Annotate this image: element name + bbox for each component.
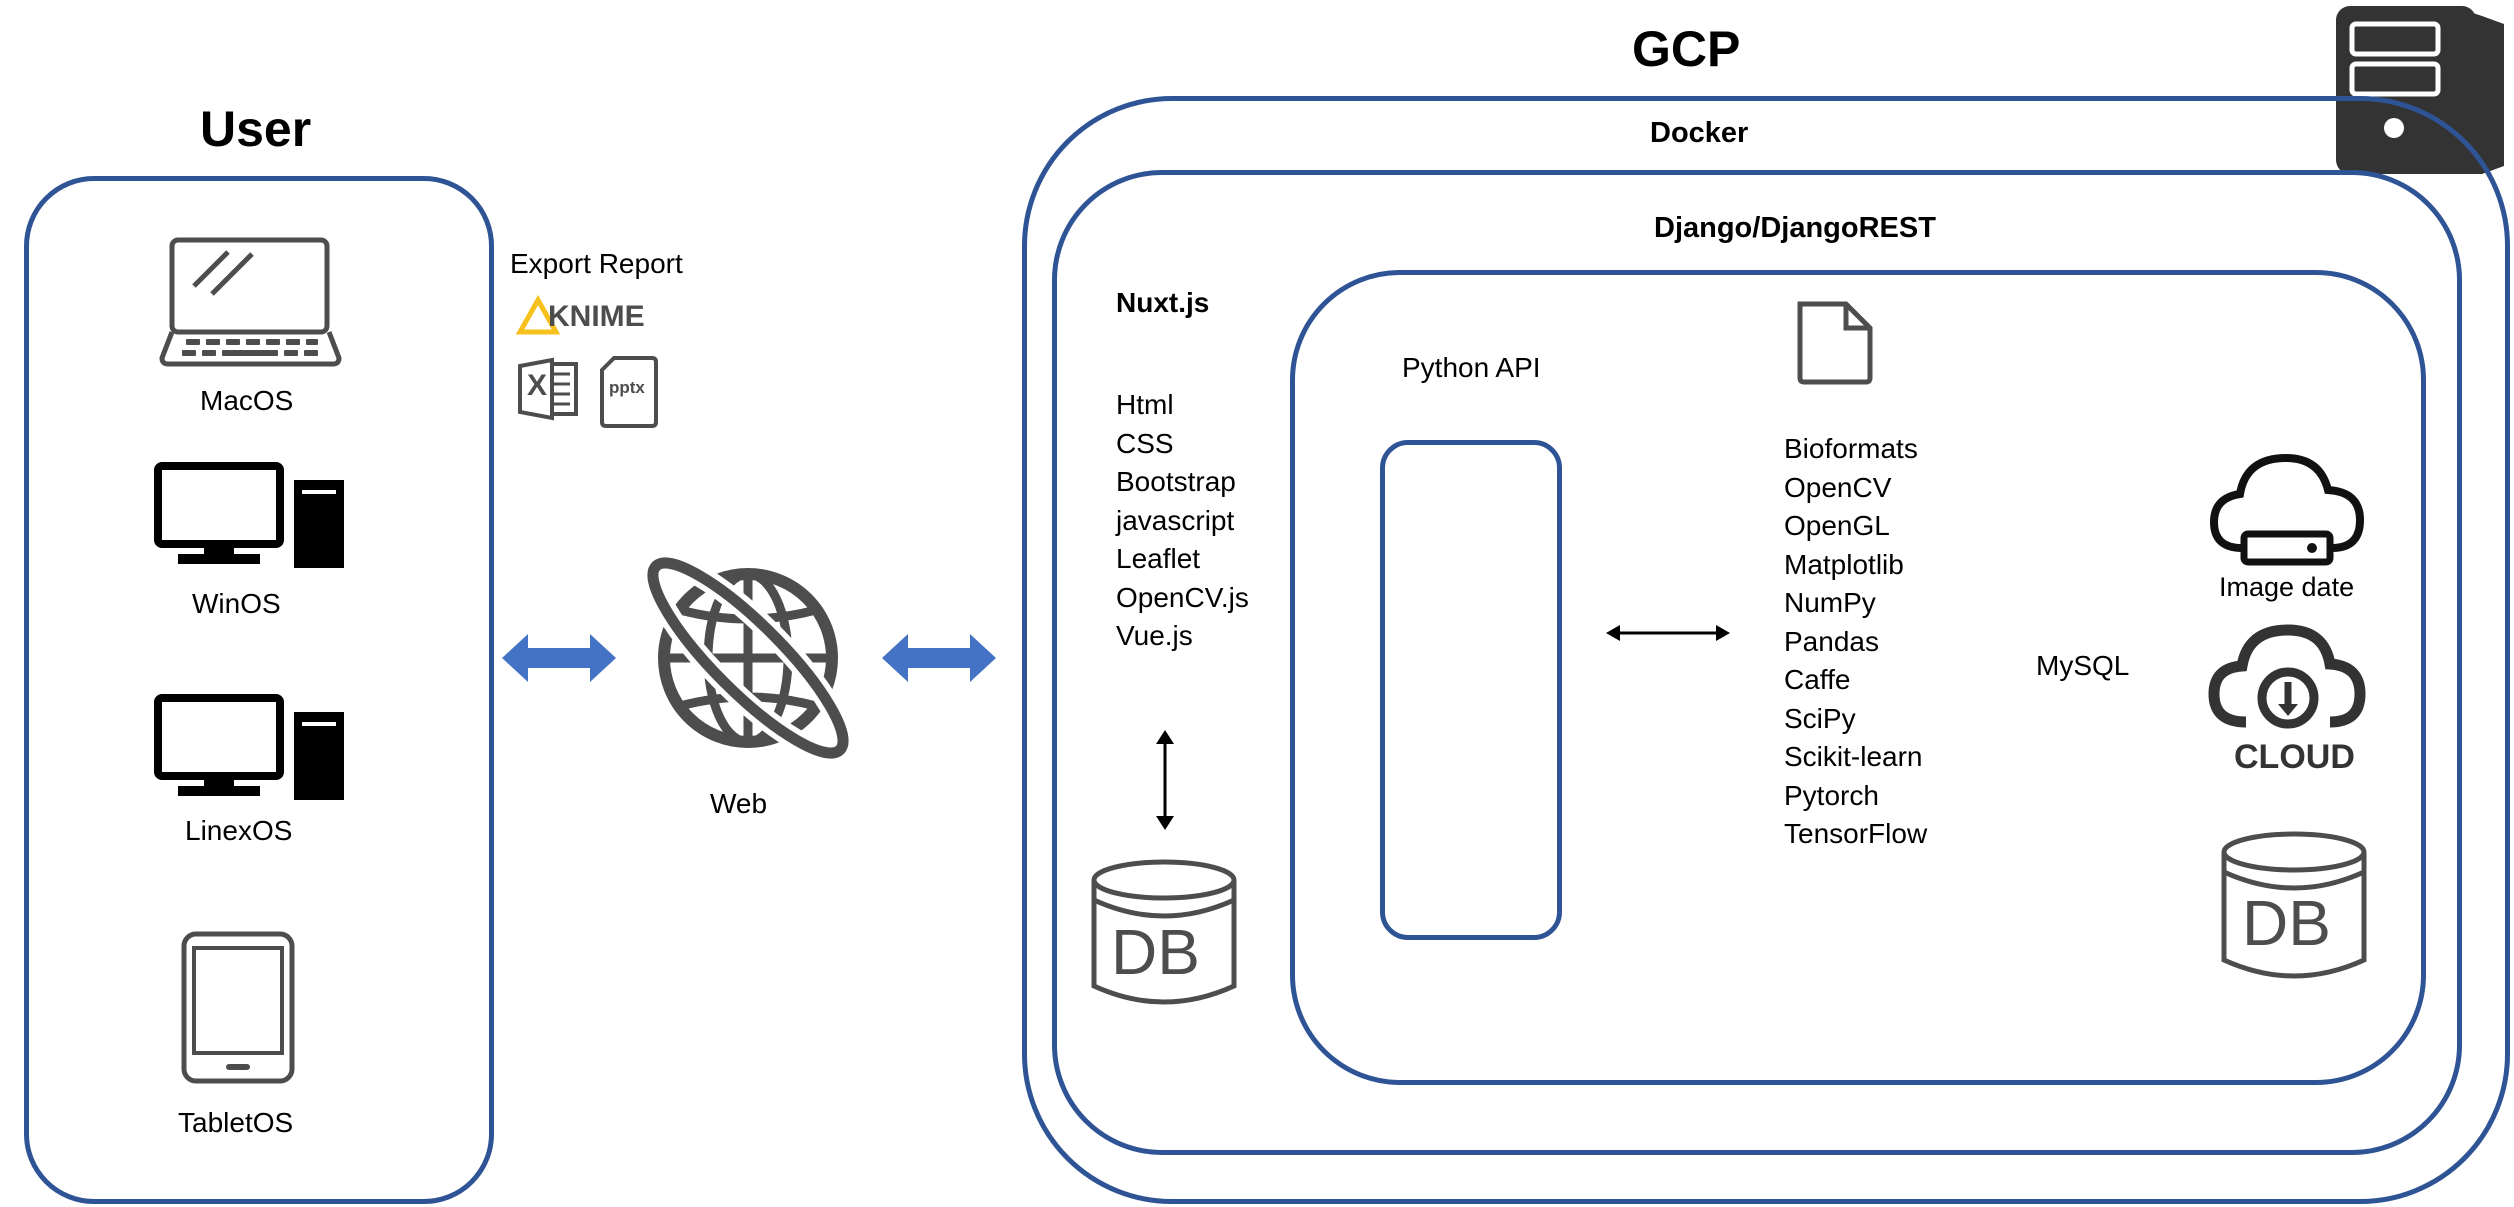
tablet-icon (181, 931, 295, 1084)
globe-icon (641, 551, 855, 765)
database-icon (2221, 831, 2367, 979)
nuxt-item: Leaflet (1116, 543, 1201, 574)
library-item: NumPy (1784, 587, 1876, 618)
django-title: Django/DjangoREST (1654, 212, 1936, 244)
library-item: Bioformats (1784, 433, 1918, 464)
bidirectional-arrow-icon (882, 634, 996, 682)
cloud-storage-icon (2209, 453, 2365, 566)
library-item: OpenGL (1784, 510, 1890, 541)
device-label-winos: WinOS (192, 588, 281, 619)
mysql-label: MySQL (2036, 650, 2130, 681)
database-label: DB (1111, 916, 1200, 988)
python-api-block (1380, 440, 1562, 940)
library-item: Scikit-learn (1784, 741, 1923, 772)
web-label: Web (710, 788, 768, 819)
horizontal-double-arrow-icon (1606, 625, 1730, 641)
gcp-title: GCP (1632, 21, 1741, 77)
python-api-label: Python API (1402, 352, 1541, 383)
library-item: Matplotlib (1784, 548, 1904, 580)
knime-logo: KNIME (515, 294, 658, 338)
library-item: TensorFlow (1784, 818, 1928, 849)
device-label-macos: MacOS (200, 385, 294, 416)
library-item: Pandas (1784, 625, 1879, 657)
nuxt-item: CSS (1116, 427, 1174, 459)
nuxt-item: javascript (1116, 504, 1235, 536)
library-item: OpenCV (1784, 471, 1892, 503)
knime-triangle-icon (515, 294, 561, 335)
pptx-file-icon (600, 356, 658, 428)
docker-title: Docker (1650, 117, 1749, 149)
django-container (1052, 170, 2462, 1155)
nuxt-tech-list: Html CSS Bootstrap javascript Leaflet Op… (1116, 386, 1249, 656)
bidirectional-arrow-icon (502, 634, 616, 682)
library-item: Caffe (1784, 664, 1851, 695)
library-item: Pytorch (1784, 779, 1879, 811)
python-libraries-list: Bioformats OpenCV OpenGL Matplotlib NumP… (1784, 430, 1927, 854)
excel-letter: X (527, 369, 548, 402)
pptx-text: pptx (609, 378, 645, 397)
image-date-label: Image date (2219, 572, 2355, 602)
nuxt-title: Nuxt.js (1116, 287, 1210, 318)
library-item: SciPy (1784, 702, 1856, 734)
nuxt-item: OpenCV.js (1116, 581, 1249, 613)
desktop-computer-icon (154, 694, 344, 800)
docker-container (1022, 96, 2510, 1204)
cloud-download-icon (2208, 624, 2366, 729)
vertical-double-arrow-icon (1156, 730, 1174, 830)
nuxt-item: Vue.js (1116, 620, 1193, 651)
user-container (24, 176, 494, 1204)
export-report-label: Export Report (510, 248, 683, 279)
cloud-label: CLOUD (2234, 738, 2355, 776)
device-label-linexos: LinexOS (185, 815, 293, 846)
database-icon (1091, 859, 1237, 1005)
storage-database-label: DB (2242, 887, 2331, 959)
nuxt-item: Html (1116, 389, 1174, 420)
laptop-icon (159, 237, 342, 367)
knime-logo-text: KNIME (548, 300, 645, 333)
desktop-computer-icon (154, 462, 344, 568)
excel-file-icon (518, 357, 578, 421)
python-api-container (1290, 270, 2426, 1085)
user-title: User (200, 101, 312, 157)
document-icon (1797, 301, 1873, 385)
device-label-tabletos: TabletOS (178, 1107, 294, 1138)
nuxt-item: Bootstrap (1116, 466, 1236, 497)
